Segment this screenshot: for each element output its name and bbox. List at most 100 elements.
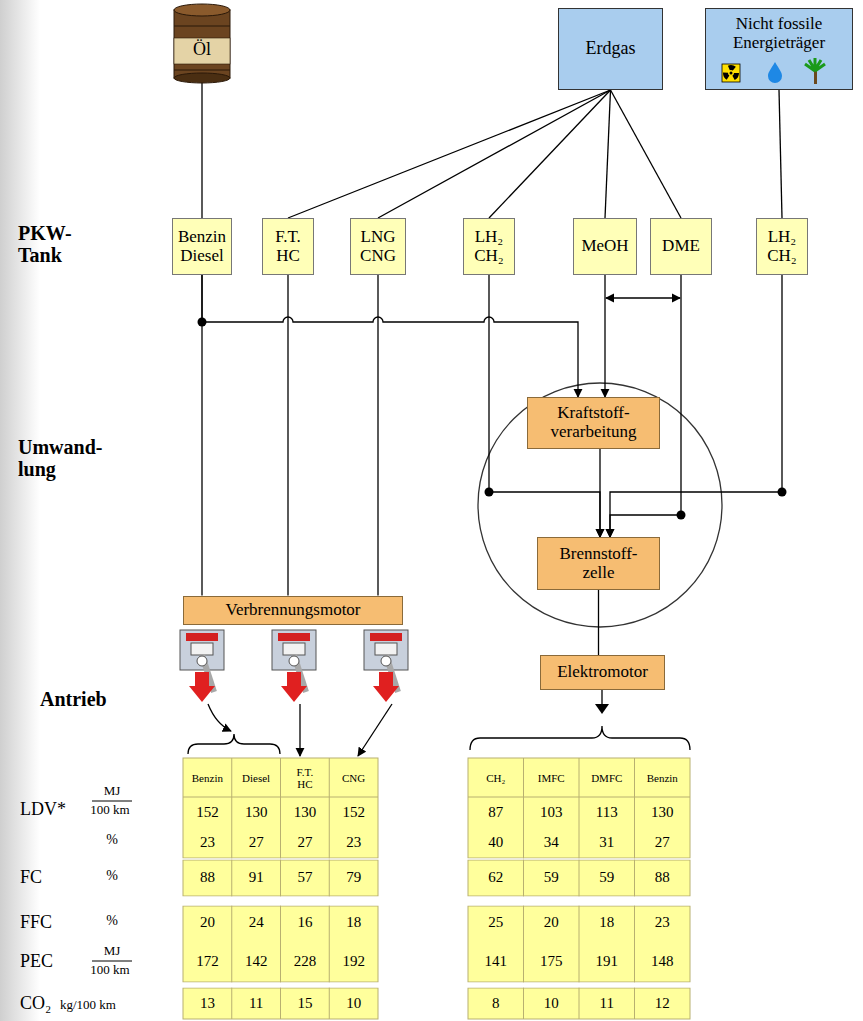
node-text: Nicht fossile Energieträger: [709, 15, 849, 52]
table-cell: 23: [635, 908, 691, 938]
connector: [201, 79, 202, 218]
connector: [378, 90, 611, 218]
tank-box: LNG CNG: [350, 218, 406, 275]
row-label: FC: [20, 868, 42, 888]
table-cell: 31: [579, 829, 635, 856]
oil-barrel: Öl: [172, 2, 232, 84]
source-box: Erdgas: [558, 8, 663, 90]
table-cell: 152: [183, 798, 232, 828]
table-cell: 175: [524, 944, 580, 980]
table-cell: 141: [468, 944, 524, 980]
node-text: Verbrennungsmotor: [225, 601, 360, 620]
unit-label: %: [90, 868, 134, 883]
connector: [377, 275, 378, 596]
table-cell: 18: [579, 908, 635, 938]
row-label: CO₂: [20, 994, 51, 1014]
tank-box: DME: [650, 218, 712, 275]
table-header: DMFC: [579, 760, 635, 797]
connector: [611, 90, 682, 218]
table-cell: 191: [579, 944, 635, 980]
table-cell: 62: [468, 862, 524, 894]
table-cell: 130: [281, 798, 330, 828]
table-cell: 25: [468, 908, 524, 938]
node-text: Öl: [193, 40, 211, 60]
row-label: FFC: [20, 913, 52, 933]
node-text: Elektromotor: [557, 663, 648, 682]
engine-box: Verbrennungsmotor: [183, 596, 403, 625]
table-cell: 130: [232, 798, 281, 828]
connector: [598, 590, 599, 655]
table-header: Diesel: [232, 760, 281, 797]
section-label: Umwand- lung: [18, 436, 114, 480]
row-label: LDV*: [20, 800, 66, 820]
connector: [202, 275, 578, 397]
table-cell: 79: [329, 862, 378, 894]
unit-label: MJ: [90, 944, 134, 958]
table-cell: 27: [281, 829, 330, 856]
node-text: LH₂ CH₂: [467, 228, 511, 265]
unit-label: %: [90, 832, 134, 847]
process-box: Brennstoff- zelle: [537, 537, 660, 590]
table-cell: 27: [635, 829, 691, 856]
table-cell: 23: [183, 829, 232, 856]
table-header: F.T. HC: [281, 760, 330, 797]
table-cell: 13: [183, 990, 232, 1018]
table-cell: 59: [579, 862, 635, 894]
tank-box: MeOH: [573, 218, 637, 275]
node-text: Brennstoff- zelle: [551, 545, 646, 582]
table-cell: 87: [468, 798, 524, 828]
connector: [606, 297, 680, 298]
row-label: PEC: [20, 952, 53, 972]
table-cell: 172: [183, 944, 232, 980]
section-label: Antrieb: [40, 688, 107, 710]
table-cell: 88: [183, 862, 232, 894]
table-cell: 12: [635, 990, 691, 1018]
table-cell: 130: [635, 798, 691, 828]
table-cell: 10: [329, 990, 378, 1018]
connector: [201, 275, 202, 596]
table-cell: 11: [579, 990, 635, 1018]
table-cell: 20: [183, 908, 232, 938]
table-cell: 8: [468, 990, 524, 1018]
node-text: MeOH: [577, 237, 633, 256]
tank-box: F.T. HC: [262, 218, 314, 275]
table-cell: 10: [524, 990, 580, 1018]
tank-box: LH₂ CH₂: [463, 218, 515, 275]
connector: [288, 90, 611, 218]
node-text: Benzin Diesel: [176, 228, 228, 265]
node-text: DME: [654, 237, 708, 256]
section-label: PKW- Tank: [18, 222, 84, 266]
table-cell: 18: [329, 908, 378, 938]
table-header: CNG: [329, 760, 378, 797]
node-text: LNG CNG: [354, 228, 402, 265]
table-cell: 103: [524, 798, 580, 828]
process-box: Kraftstoff- verarbeitung: [527, 397, 660, 449]
node-text: F.T. HC: [266, 228, 310, 265]
table-cell: 23: [329, 829, 378, 856]
table-cell: 34: [524, 829, 580, 856]
table-cell: 40: [468, 829, 524, 856]
unit-label: %: [90, 913, 134, 928]
table-cell: 11: [232, 990, 281, 1018]
motor-box: Elektromotor: [540, 655, 665, 690]
table-cell: 91: [232, 862, 281, 894]
connector: [287, 275, 288, 596]
node-text: LH₂ CH₂: [760, 228, 804, 265]
connector: [779, 90, 782, 218]
connector: [605, 90, 611, 218]
connector: [604, 275, 605, 397]
unit-label: kg/100 km: [60, 998, 116, 1012]
table-header: CH₂: [468, 760, 524, 797]
table-header: Benzin: [183, 760, 232, 797]
tank-box: Benzin Diesel: [172, 218, 232, 275]
table-cell: 16: [281, 908, 330, 938]
table-cell: 88: [635, 862, 691, 894]
table-cell: 228: [281, 944, 330, 980]
table-cell: 148: [635, 944, 691, 980]
table-cell: 15: [281, 990, 330, 1018]
table-cell: 59: [524, 862, 580, 894]
table-cell: 113: [579, 798, 635, 828]
tank-box: LH₂ CH₂: [756, 218, 808, 275]
